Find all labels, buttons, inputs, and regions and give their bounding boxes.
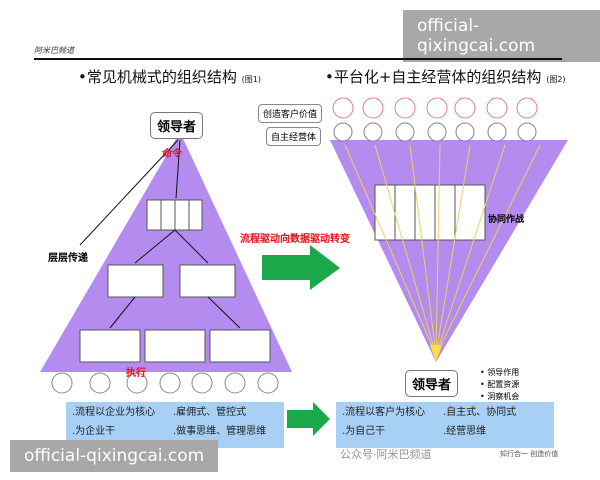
right-title: •平台化+自主经营体的组织结构 (图2) — [325, 68, 566, 86]
watermark-bottom: official-qixingcai.com — [10, 440, 219, 472]
left-leader-label: 领导者 — [150, 112, 204, 139]
autonomous-faces — [333, 122, 537, 142]
customer-faces — [332, 97, 538, 119]
collab-label: 协同作战 — [488, 215, 525, 225]
execute-label: 执行 — [126, 368, 146, 379]
command-label: 命令 — [162, 149, 182, 160]
transition-label: 流程驱动向数据驱动转变 — [240, 234, 350, 245]
green-arrow-middle — [262, 245, 340, 290]
left-arrows — [79, 139, 241, 329]
autonomous-tag: 自主经营体 — [266, 127, 322, 146]
footer-slogan: 知行合一 创造价值 — [500, 450, 559, 458]
relay-label: 层层传递 — [48, 253, 88, 264]
wechat-watermark: 公众号·阿米巴频道 — [340, 448, 432, 461]
left-pyramid — [40, 132, 292, 372]
left-boxes — [79, 184, 486, 363]
leader-bullets: • 领导作用 • 配置资源 • 洞察机会 — [480, 367, 519, 403]
header-rule — [34, 58, 562, 60]
right-light-rays — [344, 144, 541, 356]
customer-value-tag: 创造客户价值 — [258, 104, 323, 123]
green-arrow-bottom — [287, 402, 330, 436]
left-title: •常见机械式的组织结构 (图1) — [78, 68, 261, 86]
brand-label: 阿米巴频道 — [34, 46, 74, 55]
worker-faces — [51, 372, 279, 394]
bullet-item: • 配置资源 — [480, 380, 520, 389]
bullet-item: • 领导作用 — [480, 368, 520, 377]
lightbulb-icon — [430, 345, 442, 362]
watermark-top: official-qixingcai.com — [403, 10, 600, 62]
bullet-item: • 洞察机会 — [480, 392, 520, 401]
right-leader-label: 领导者 — [405, 370, 459, 397]
right-summary-box: .流程以客户为核心.自主式、协同式.为自己干.经营思维 — [336, 402, 554, 448]
